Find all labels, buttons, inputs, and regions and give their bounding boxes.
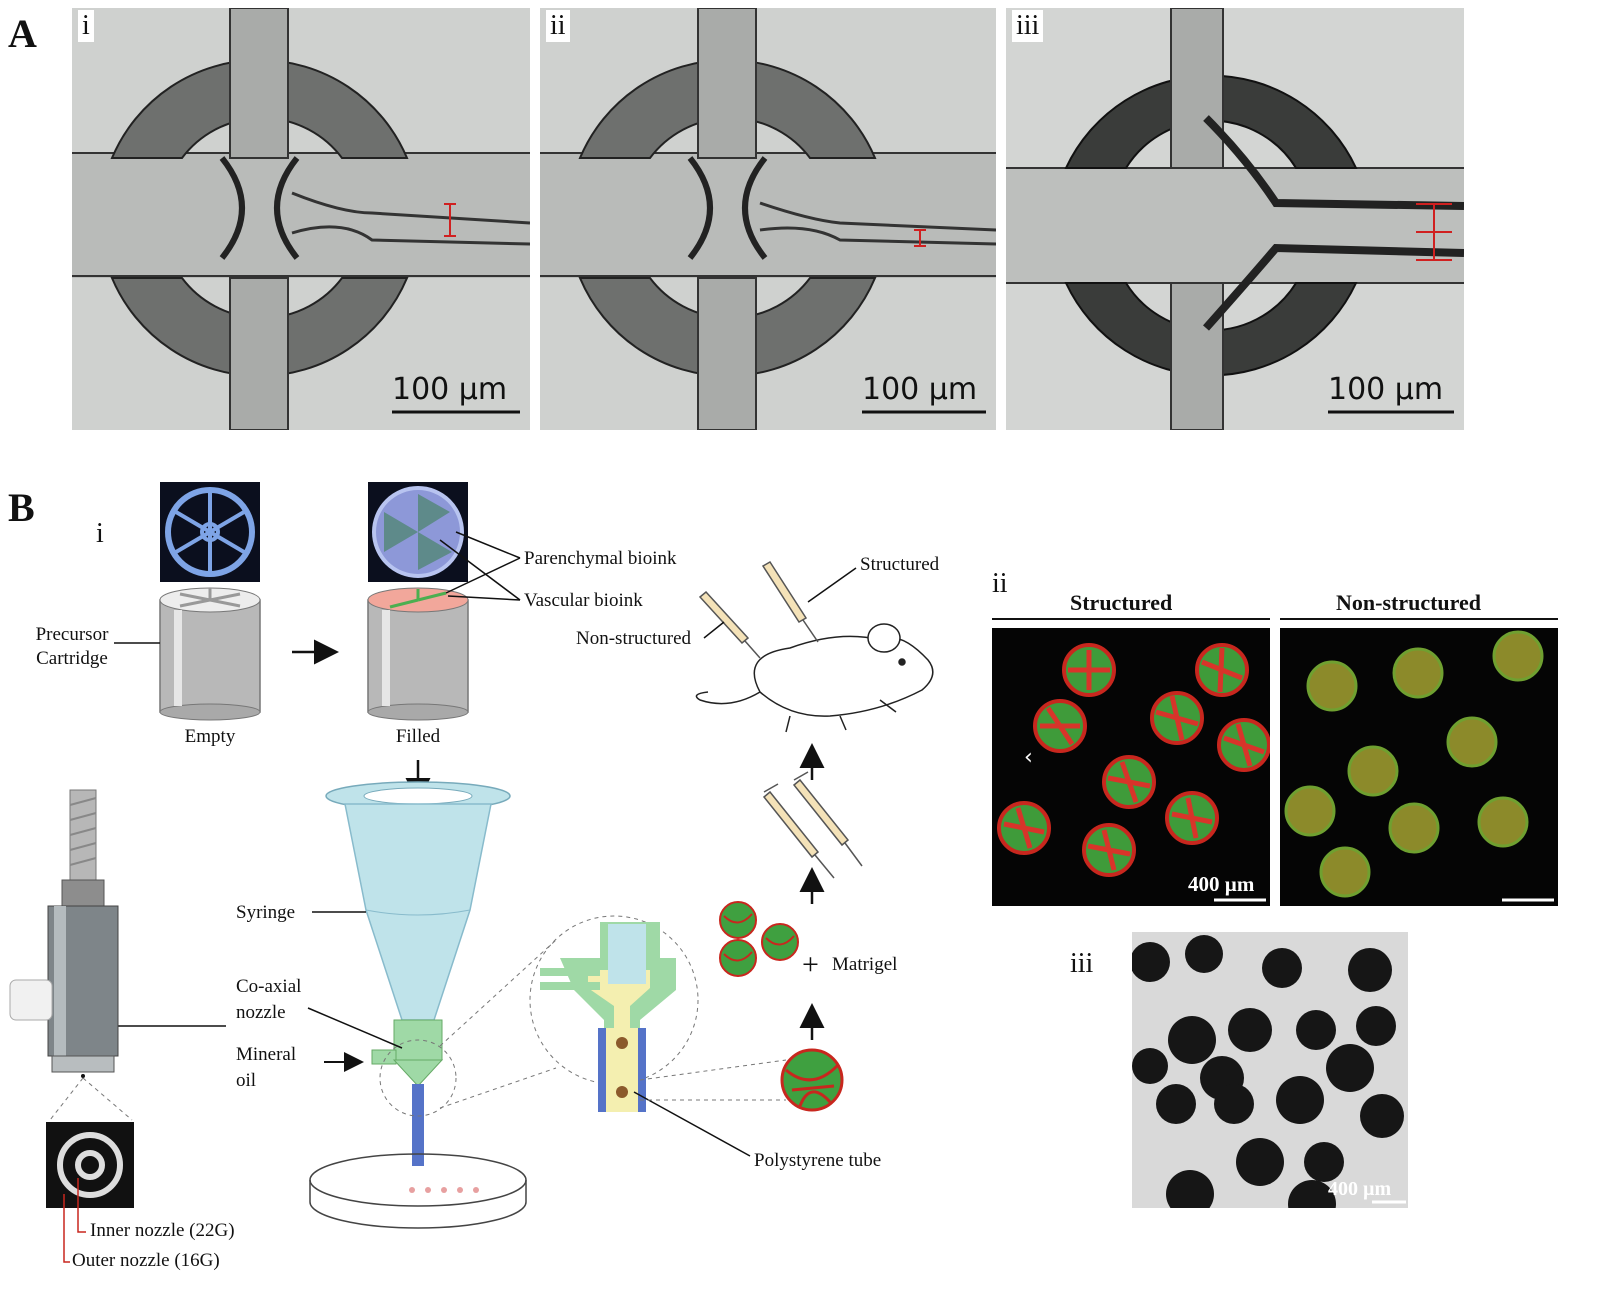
plus-sign: + bbox=[802, 948, 819, 981]
confocal-image-non-structured bbox=[1280, 628, 1558, 906]
image-tag: iii bbox=[1012, 10, 1044, 42]
injection-syringes bbox=[698, 560, 819, 659]
non-structured-syringe-label: Non-structured bbox=[576, 628, 692, 649]
image-tag: i bbox=[78, 10, 94, 42]
polystyrene-tube-label: Polystyrene tube bbox=[754, 1150, 882, 1171]
coaxial-nozzle-drawing bbox=[371, 1019, 444, 1166]
microscopy-image-a-ii: ii 100 µm bbox=[540, 8, 996, 430]
filled-cartridge-cylinder bbox=[367, 587, 469, 721]
filled-cartridge-photo bbox=[368, 482, 468, 582]
panel-b-iii-label: iii bbox=[1070, 948, 1094, 979]
syringe-label: Syringe bbox=[236, 902, 296, 923]
panel-b-i-label: i bbox=[96, 518, 104, 549]
zoomed-nozzle bbox=[540, 922, 676, 1112]
syringe-pair bbox=[762, 771, 863, 879]
panel-a-letter: A bbox=[8, 11, 37, 56]
coaxial-nozzle-label-2: nozzle bbox=[236, 1002, 286, 1023]
image-tag: ii bbox=[546, 10, 570, 42]
matrigel-label: Matrigel bbox=[832, 954, 898, 975]
empty-label: Empty bbox=[184, 726, 236, 747]
confocal-image-structured: ‹ 400 µm bbox=[992, 628, 1270, 906]
structured-header: Structured bbox=[1070, 590, 1173, 615]
inner-nozzle-label: Inner nozzle (22G) bbox=[90, 1220, 235, 1241]
empty-cartridge-photo bbox=[160, 482, 260, 582]
nozzle-tip-photo bbox=[46, 1122, 134, 1208]
panel-b-ii-label: ii bbox=[992, 568, 1008, 599]
panel-b-letter: B bbox=[8, 485, 35, 530]
bioprinting-schematic bbox=[9, 482, 934, 1263]
scale-bar-label: 100 µm bbox=[1328, 372, 1444, 407]
filled-label: Filled bbox=[395, 726, 441, 747]
mineral-oil-label-1: Mineral bbox=[236, 1044, 297, 1065]
syringe-funnel bbox=[325, 781, 511, 1021]
microscopy-image-a-i: i 100 µm bbox=[72, 8, 530, 430]
outer-nozzle-label: Outer nozzle (16G) bbox=[72, 1250, 220, 1271]
scale-bar-label: 400 µm bbox=[1188, 872, 1255, 896]
microscopy-image-a-iii: iii 100 µm bbox=[1006, 8, 1464, 430]
vascular-bioink-label: Vascular bioink bbox=[524, 590, 643, 611]
header-underline-right bbox=[1280, 618, 1558, 620]
cartridge-label: Cartridge bbox=[36, 648, 108, 669]
scale-bar-label: 100 µm bbox=[862, 372, 978, 407]
scale-bar-label: 100 µm bbox=[392, 372, 508, 407]
coaxial-nozzle-photo bbox=[9, 789, 119, 1078]
structured-syringe-label: Structured bbox=[860, 554, 940, 575]
brightfield-beads-image: 400 µm bbox=[1132, 932, 1408, 1208]
small-beads bbox=[719, 901, 799, 977]
parenchymal-bioink-label: Parenchymal bioink bbox=[524, 548, 677, 569]
large-bead bbox=[780, 1048, 844, 1112]
mineral-oil-label-2: oil bbox=[236, 1070, 257, 1091]
mouse-drawing bbox=[695, 623, 934, 733]
header-underline-left bbox=[992, 618, 1270, 620]
precursor-label: Precursor bbox=[35, 624, 109, 645]
svg-text:‹: ‹ bbox=[1024, 745, 1033, 770]
petri-dish bbox=[309, 1153, 527, 1229]
coaxial-nozzle-label-1: Co-axial bbox=[236, 976, 302, 997]
scale-bar-label: 400 µm bbox=[1328, 1178, 1392, 1200]
empty-cartridge-cylinder bbox=[159, 587, 261, 721]
non-structured-header: Non-structured bbox=[1336, 590, 1482, 615]
